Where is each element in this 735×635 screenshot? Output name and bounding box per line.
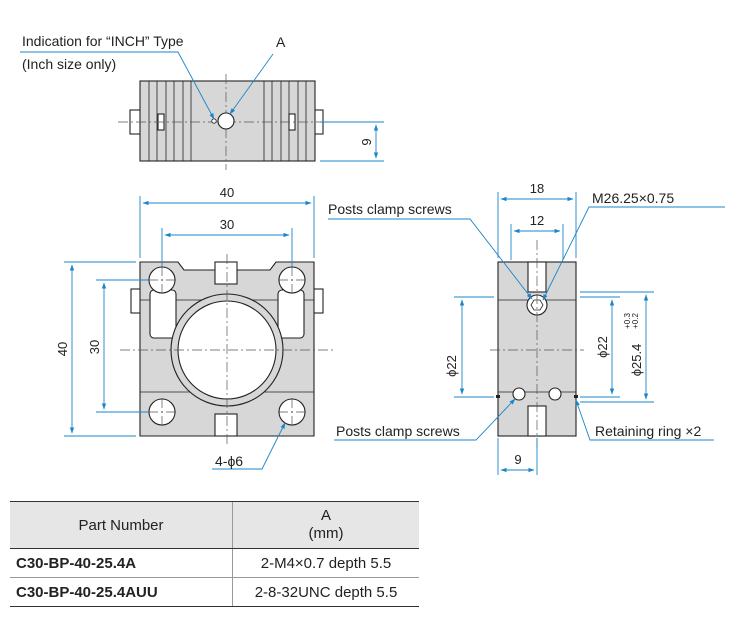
- top-height-dimension: 9: [359, 138, 374, 145]
- front-height-dimension: 40: [55, 342, 70, 356]
- front-width-dimension: 40: [220, 185, 234, 200]
- header-a-unit: (mm): [308, 525, 344, 542]
- a-marker-label: A: [276, 34, 286, 50]
- posts-clamp-bottom-label: Posts clamp screws: [336, 423, 460, 439]
- part-number-cell: C30-BP-40-25.4A: [10, 548, 233, 578]
- tolerance-upper: +0.3: [623, 313, 632, 329]
- header-a-title: A: [320, 507, 331, 524]
- posts-clamp-bottom-leader: [334, 398, 516, 441]
- retaining-ring-leader: [575, 399, 714, 441]
- front-inner-width-dimension: 30: [220, 217, 234, 232]
- inch-only-label: (Inch size only): [22, 56, 116, 72]
- posts-clamp-top-leader: [328, 218, 533, 300]
- a-value-cell: 2-M4×0.7 depth 5.5: [232, 548, 419, 578]
- part-number-cell: C30-BP-40-25.4AUU: [10, 577, 233, 607]
- tolerance-lower: +0.2: [631, 313, 640, 329]
- table-header-row: Part Number A (mm): [10, 501, 419, 549]
- side-width-dimension: 18: [530, 181, 544, 196]
- top-view: 9: [20, 51, 384, 170]
- header-part-number: Part Number: [10, 501, 233, 549]
- holes-label: 4-ϕ6: [215, 453, 243, 469]
- top-view-body: [139, 80, 316, 162]
- tapped-hole-a: [217, 112, 235, 130]
- clamp-screw-bottom-left: [512, 387, 526, 401]
- thread-leader: [542, 206, 725, 301]
- a-value-cell: 2-8-32UNC depth 5.5: [232, 577, 419, 607]
- inch-indication-mark: [211, 118, 217, 124]
- bore-left-dimension: ϕ22: [444, 355, 459, 377]
- table-row: C30-BP-40-25.4AUU 2-8-32UNC depth 5.5: [10, 577, 419, 607]
- top-view-fins: [148, 81, 307, 161]
- holes-leader: [212, 422, 286, 470]
- posts-clamp-top-label: Posts clamp screws: [328, 201, 452, 217]
- side-view: 18 12 ϕ22 ϕ22 ϕ25.4 +0.3 +0.2 9: [328, 181, 725, 475]
- thread-label: M26.25×0.75: [592, 190, 674, 206]
- a-leader: [229, 53, 274, 115]
- spec-table: Part Number A (mm) C30-BP-40-25.4A 2-M4×…: [10, 501, 419, 607]
- header-a: A (mm): [232, 501, 419, 549]
- table-row: C30-BP-40-25.4A 2-M4×0.7 depth 5.5: [10, 548, 419, 578]
- technical-drawing: 9 Indication for “INCH” Type (Inch size …: [20, 33, 725, 475]
- bore-right-dimension: ϕ22: [595, 336, 610, 358]
- side-bottom-dimension: 9: [514, 452, 521, 467]
- bore-big-dimension: ϕ25.4: [629, 344, 644, 377]
- inch-indication-label: Indication for “INCH” Type: [22, 33, 184, 49]
- retaining-ring-label: Retaining ring ×2: [595, 423, 701, 439]
- clamp-screw-bottom-right: [548, 387, 562, 401]
- front-view: 40 30 40 30: [55, 185, 334, 470]
- side-inner-width-dimension: 12: [530, 213, 544, 228]
- front-inner-height-dimension: 30: [87, 340, 102, 354]
- inch-indication-leader: [20, 51, 215, 120]
